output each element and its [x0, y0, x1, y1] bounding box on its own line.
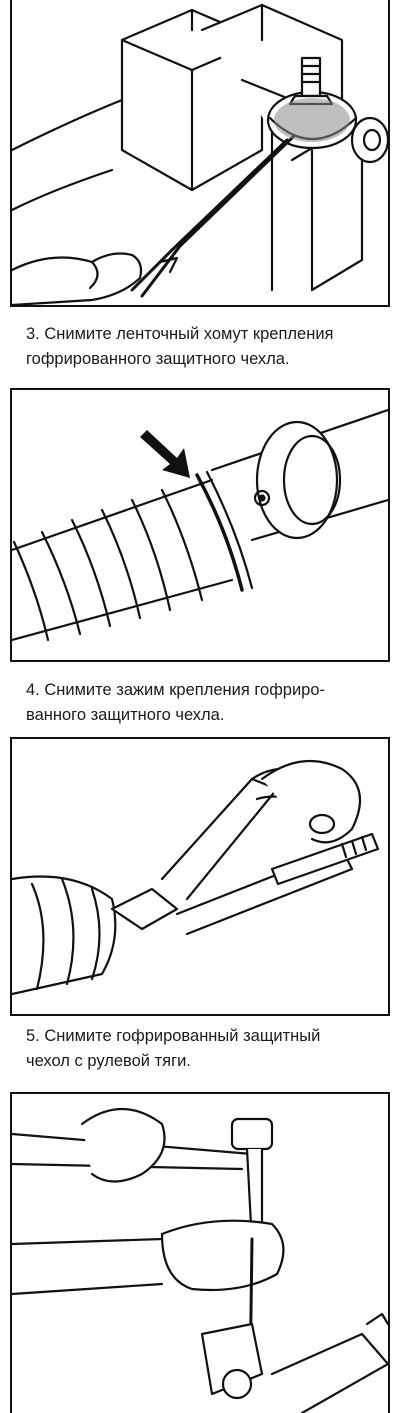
caption-line: чехол с рулевой тяги. — [26, 1052, 191, 1070]
caption-line: 3. Снимите ленточный хомут крепления — [26, 325, 334, 343]
arrow-icon — [140, 430, 190, 478]
step-3-caption: 3. Снимите ленточный хомут крепления гоф… — [26, 322, 388, 372]
clamp-pliers-drawing — [12, 759, 380, 996]
boot-clamp-drawing — [12, 408, 388, 642]
band-clamp-removal-drawing — [12, 3, 388, 305]
step-5-caption: 5. Снимите гофрированный защитный чехол … — [26, 1024, 388, 1074]
caption-line: 4. Снимите зажим крепления гофриро- — [26, 681, 326, 699]
illustration-band-clamp-removal — [10, 0, 390, 307]
caption-line: 5. Снимите гофрированный защитный — [26, 1027, 321, 1045]
hammer-punch-drawing — [12, 1107, 388, 1413]
caption-line: ванного защитного чехла. — [26, 706, 225, 724]
illustration-clamp-pliers — [10, 737, 390, 1016]
caption-line: гофрированного защитного чехла. — [26, 350, 290, 368]
step-4-caption: 4. Снимите зажим крепления гофриро- ванн… — [26, 678, 388, 728]
illustration-hammer-punch — [10, 1092, 390, 1413]
illustration-boot-clamp — [10, 388, 390, 662]
